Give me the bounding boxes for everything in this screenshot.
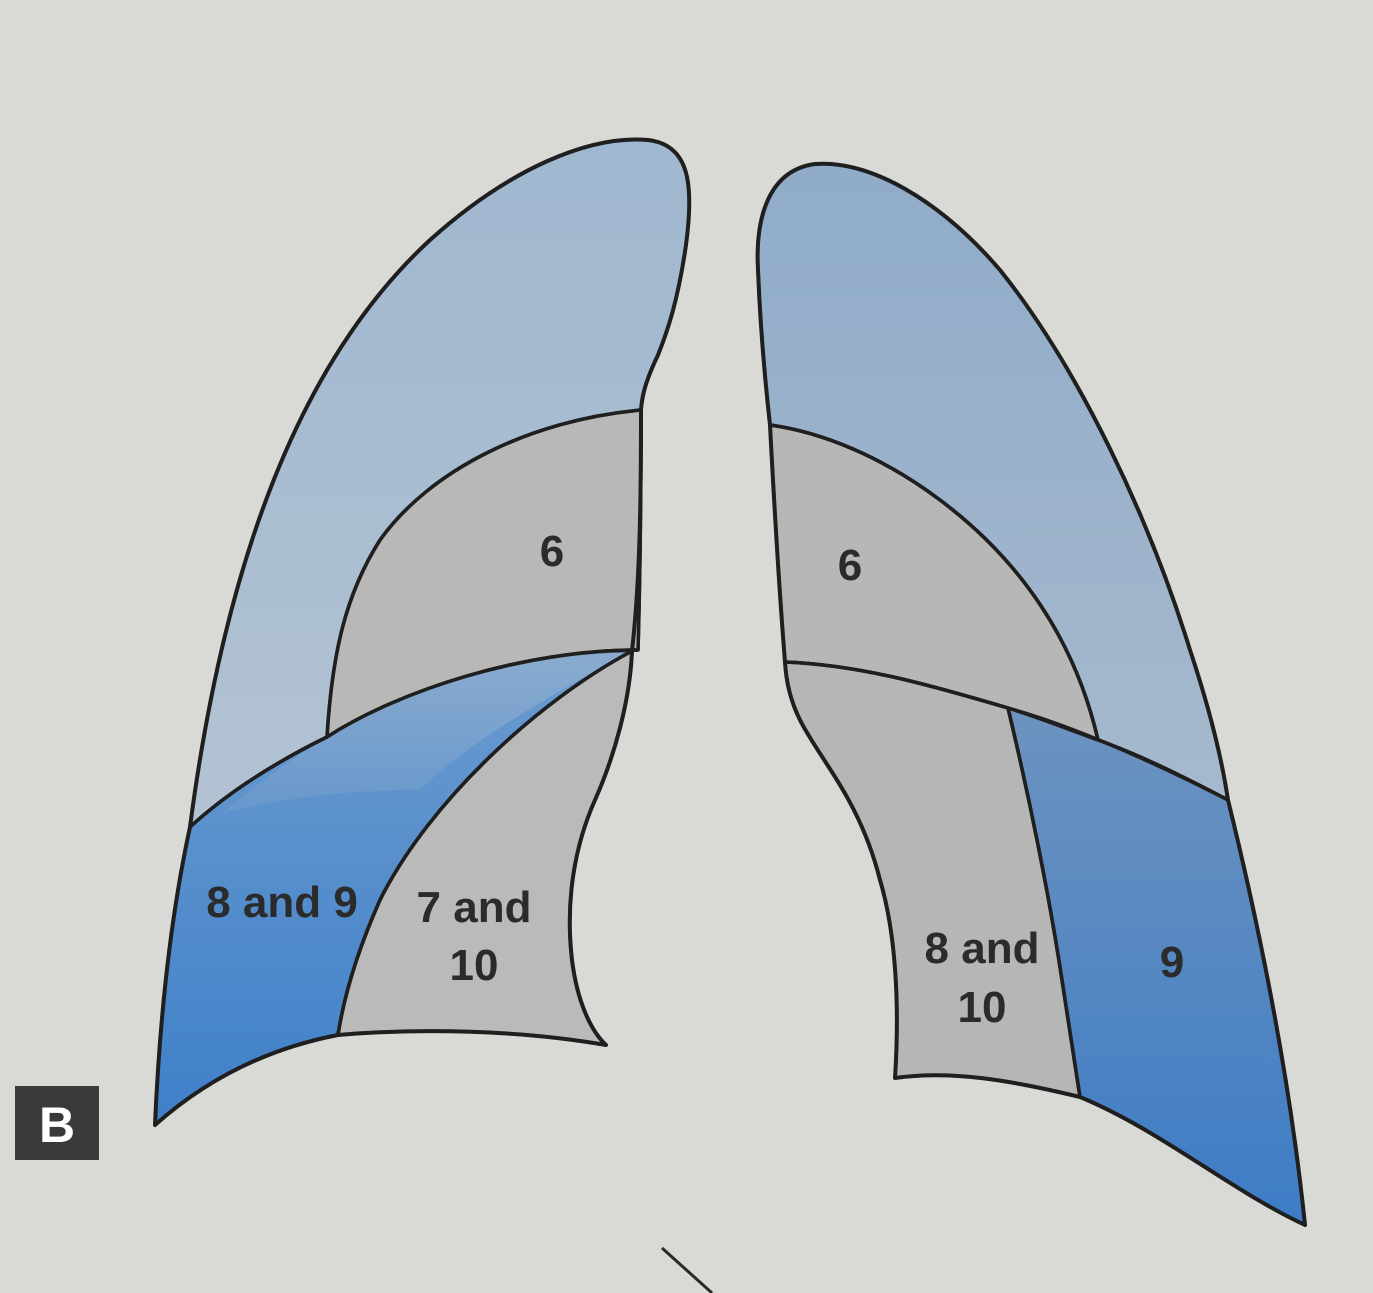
left-divider-basal bbox=[336, 649, 633, 1036]
right-divider-upper bbox=[769, 423, 1100, 741]
left-lung-outline bbox=[153, 137, 692, 1127]
right-label-9: 9 bbox=[1160, 938, 1184, 987]
right-label-6: 6 bbox=[838, 541, 862, 590]
left-panel-lung: 6 8 and 9 7 and 10 bbox=[153, 137, 692, 1127]
right-panel-lung: 6 8 and 10 9 bbox=[755, 161, 1307, 1227]
left-label-6: 6 bbox=[540, 527, 564, 576]
left-divider-oblique bbox=[188, 648, 639, 829]
left-label-7-and-10-line2: 10 bbox=[450, 941, 499, 990]
left-label-7-and-10-line1: 7 and bbox=[417, 883, 532, 932]
left-label-8-and-9: 8 and 9 bbox=[206, 878, 358, 927]
right-divider-basal bbox=[1006, 707, 1082, 1098]
left-divider-upper bbox=[325, 408, 642, 738]
right-lung-outline bbox=[755, 161, 1307, 1227]
page-edge-line bbox=[660, 1246, 714, 1293]
figure-letter-box bbox=[15, 1086, 99, 1160]
figure-letter: B bbox=[39, 1097, 75, 1153]
right-label-8-and-10-line2: 10 bbox=[958, 983, 1007, 1032]
figure-letter-badge: B bbox=[15, 1086, 99, 1160]
right-label-8-and-10-line1: 8 and bbox=[925, 924, 1040, 973]
left-lingula-highlight bbox=[220, 650, 632, 815]
